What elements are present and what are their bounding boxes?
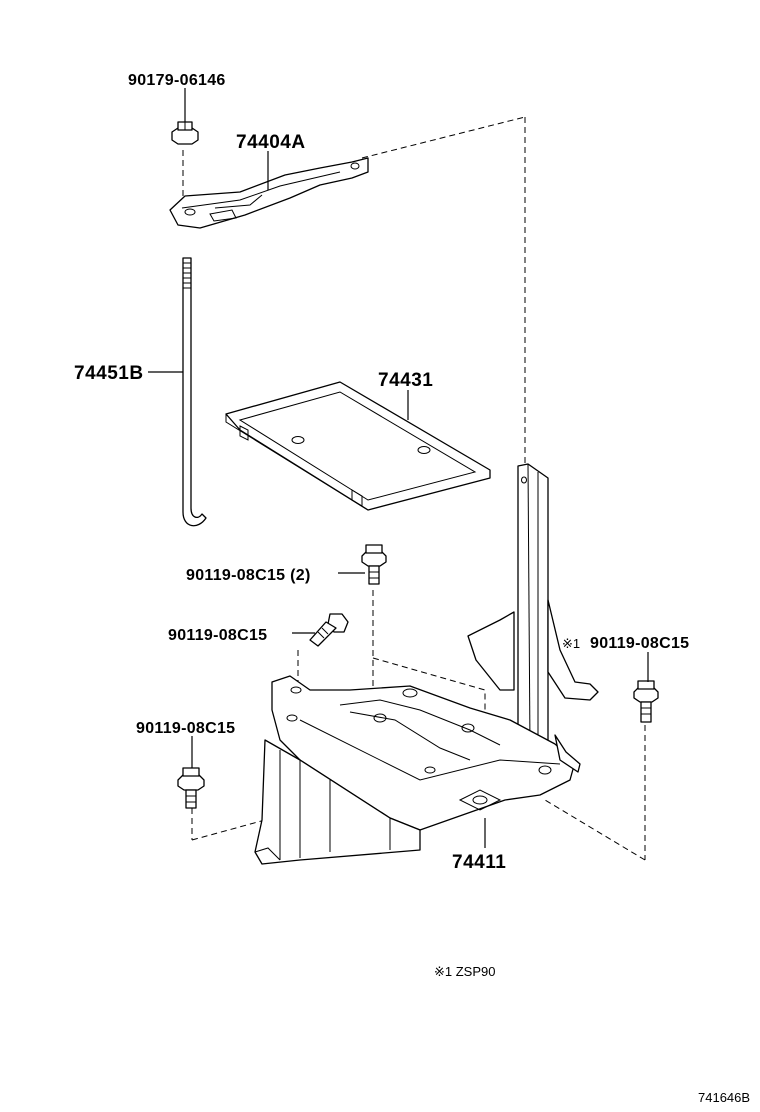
bolt-90119-08C15-right [633,680,659,723]
rod-74451B [182,257,207,527]
label-nut-top: 90179-06146 [128,72,226,89]
bolt-90119-08C15-left-low [177,767,205,809]
carrier-74411 [254,463,599,865]
label-clamp: 74404A [236,132,306,153]
bolt-90119-08C15-left-mid [309,613,349,647]
label-bolt-right: 90119-08C15 [590,635,689,652]
diagram-code: 741646B [698,1090,750,1105]
clamp-74404A [169,157,369,229]
label-bolt-x2: 90119-08C15 (2) [186,567,311,584]
label-rod: 74451B [74,363,144,384]
footnote: ※1 ZSP90 [434,964,495,979]
tray-74431 [225,381,491,511]
label-tray: 74431 [378,370,433,391]
leader-lines [148,88,649,848]
label-carrier: 74411 [452,852,506,873]
label-bolt-left-low: 90119-08C15 [136,720,235,737]
nut-90179-06146 [171,121,199,145]
label-bolt-right-mark: ※1 [562,636,580,651]
bolt-90119-08C15-x2 [361,544,387,585]
label-bolt-left-mid: 90119-08C15 [168,627,267,644]
